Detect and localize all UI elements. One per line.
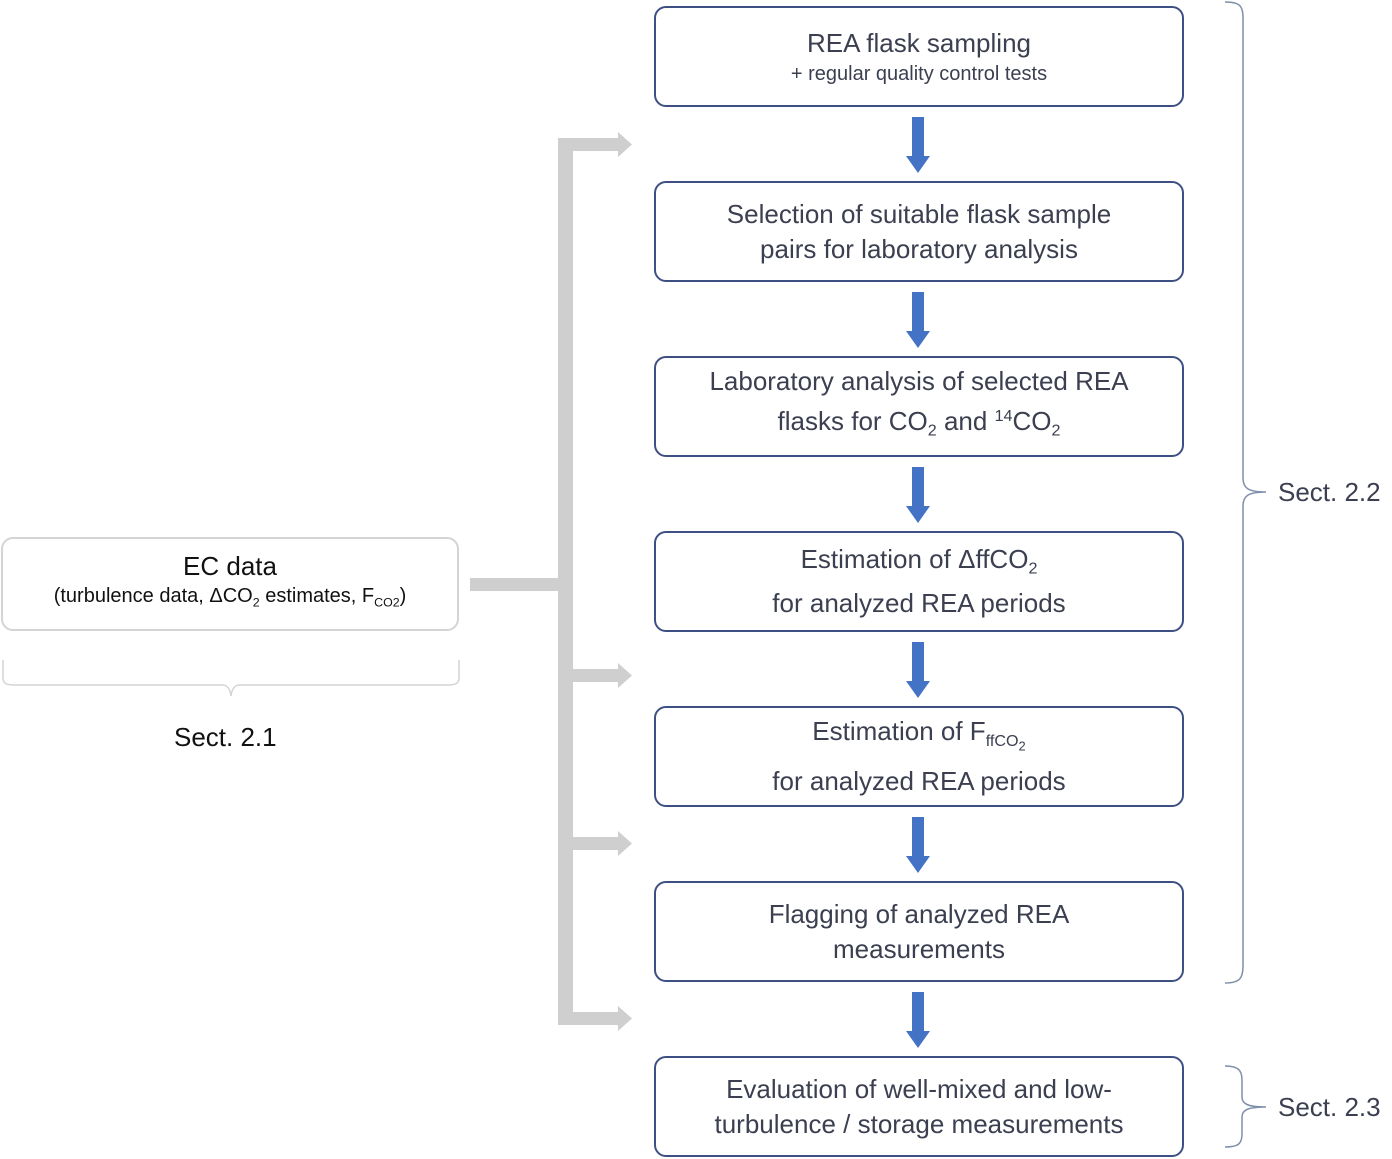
step-7-line-1: Evaluation of well-mixed and low- — [726, 1073, 1112, 1104]
bracket-sect-2-2 — [1224, 1, 1267, 984]
step-3-sub-a: 2 — [927, 421, 937, 440]
flow-arrow-3 — [906, 467, 930, 523]
step-3-sub-b: 2 — [1051, 421, 1061, 440]
flow-arrow-2 — [906, 292, 930, 348]
step-5-text: Estimation of F — [812, 716, 986, 747]
ec-feed-connector — [470, 132, 632, 1031]
ec-detail-a: (turbulence data, ΔCO — [53, 585, 253, 608]
flow-arrow-6 — [906, 992, 930, 1048]
feed-arrowhead-3 — [618, 831, 632, 856]
ec-feed-trunk — [558, 145, 573, 1025]
ec-detail-sub-2: CO2 — [374, 595, 400, 610]
step-2-line-2: pairs for laboratory analysis — [760, 233, 1078, 264]
step-5-line-2: for analyzed REA periods — [772, 765, 1066, 796]
step-3-text-a: flasks for CO — [777, 406, 928, 437]
step-flagging: Flagging of analyzed REA measurements — [654, 881, 1184, 982]
step-estimation-delta-ffco2: Estimation of ΔffCO2 for analyzed REA pe… — [654, 531, 1184, 632]
step-2-line-1: Selection of suitable flask sample — [726, 198, 1112, 229]
section-label-2-2: Sect. 2.2 — [1278, 477, 1381, 507]
feed-branch-2 — [573, 669, 620, 682]
step-flask-selection: Selection of suitable flask sample pairs… — [654, 181, 1184, 282]
step-6-line-1: Flagging of analyzed REA — [768, 898, 1070, 929]
feed-branch-1 — [558, 138, 620, 151]
flow-arrow-4 — [906, 642, 930, 698]
flow-arrows — [906, 117, 930, 1048]
step-estimation-f-ffco2: Estimation of FffCO2 for analyzed REA pe… — [654, 706, 1184, 807]
flow-arrow-5 — [906, 817, 930, 873]
feed-branch-3 — [573, 837, 620, 850]
step-3-sup: 14 — [994, 407, 1013, 426]
section-label-2-3: Sect. 2.3 — [1278, 1092, 1381, 1122]
ec-detail-sub-1: 2 — [252, 595, 260, 610]
ec-detail-c: estimates, F — [259, 585, 375, 608]
step-4-line-1: Estimation of ΔffCO2 — [801, 542, 1038, 587]
step-3-text-c: CO — [1012, 406, 1052, 437]
step-3-line-2: flasks for CO2 and 14CO2 — [778, 399, 1061, 449]
ec-detail-e: ) — [399, 585, 407, 608]
section-label-2-1: Sect. 2.1 — [174, 722, 277, 752]
flow-arrow-1 — [906, 117, 930, 173]
step-3-line-1: Laboratory analysis of selected REA — [709, 366, 1129, 397]
step-4-text: Estimation of ΔffCO — [800, 543, 1029, 574]
step-rea-flask-sampling: REA flask sampling + regular quality con… — [654, 6, 1184, 107]
ec-feed-stem — [470, 578, 567, 591]
step-5-sub-text: ffCO — [985, 732, 1019, 751]
bracket-sect-2-3 — [1224, 1065, 1267, 1148]
feed-arrowhead-4 — [618, 1006, 632, 1031]
step-6-line-2: measurements — [833, 933, 1005, 964]
step-4-line-2: for analyzed REA periods — [772, 588, 1066, 619]
feed-arrowhead-2 — [618, 663, 632, 688]
step-1-subtitle: + regular quality control tests — [790, 63, 1048, 85]
bracket-sect-2-1 — [2, 660, 460, 697]
step-5-line-1: Estimation of FffCO2 — [812, 714, 1025, 763]
feed-arrowhead-1 — [618, 132, 632, 157]
ec-data-box: EC data (turbulence data, ΔCO2 estimates… — [1, 537, 459, 631]
step-1-title: REA flask sampling — [807, 28, 1031, 58]
step-7-line-2: turbulence / storage measurements — [714, 1108, 1124, 1139]
step-4-sub: 2 — [1028, 559, 1038, 578]
step-5-sub-sub: 2 — [1018, 738, 1026, 754]
ec-data-title: EC data — [183, 551, 277, 582]
feed-branch-4 — [558, 1012, 620, 1025]
ec-data-detail: (turbulence data, ΔCO2 estimates, FCO2) — [54, 582, 407, 616]
step-laboratory-analysis: Laboratory analysis of selected REA flas… — [654, 356, 1184, 457]
step-5-sub: ffCO2 — [985, 732, 1026, 754]
step-evaluation: Evaluation of well-mixed and low- turbul… — [654, 1056, 1184, 1157]
step-3-text-b: and — [936, 406, 995, 437]
